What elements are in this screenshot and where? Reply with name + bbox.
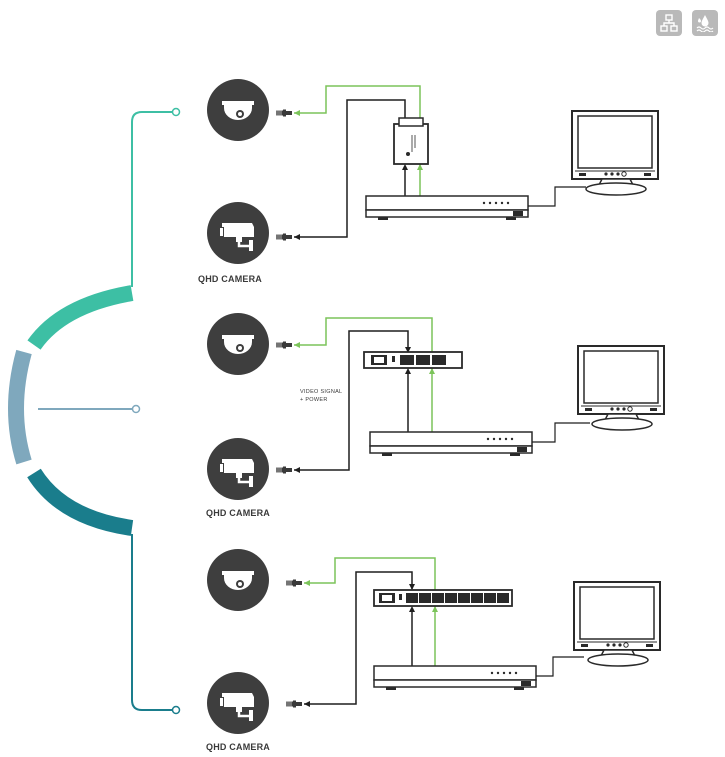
recorder-icon: [369, 431, 533, 457]
network-topology-icon: [660, 14, 678, 32]
video-signal-label: VIDEO SIGNAL: [300, 389, 342, 395]
setup-2: QHD CAMERA VIDEO SIGNAL + POWER: [205, 313, 665, 518]
bnc-connector-icon: [275, 466, 293, 474]
setup-1: QHD CAMERA: [198, 79, 659, 284]
power-distribution-box-icon: [363, 351, 463, 369]
camera-label: QHD CAMERA: [206, 742, 270, 752]
branch-node-bottom: [171, 705, 181, 715]
bnc-connector-icon: [275, 109, 293, 117]
camera-label: QHD CAMERA: [206, 508, 270, 518]
monitor-icon: [577, 345, 665, 431]
waterproof-button[interactable]: [692, 10, 718, 36]
bnc-connector-icon: [285, 579, 303, 587]
branch-top: [131, 111, 175, 287]
power-line: [304, 557, 436, 666]
bnc-connector-icon: [275, 233, 293, 241]
branch-bottom: [131, 534, 175, 711]
bnc-connector-icon: [275, 341, 293, 349]
arc-segment-middle: [8, 349, 32, 465]
setup-3: QHD CAMERA: [205, 549, 661, 752]
power-distribution-box-icon: [373, 589, 513, 607]
bullet-camera-icon: [205, 436, 271, 502]
dome-camera-icon: [207, 313, 269, 375]
dome-camera-icon: [207, 79, 269, 141]
waterproof-icon: [696, 15, 714, 32]
power-label: + POWER: [300, 397, 328, 403]
dome-camera-icon: [207, 549, 269, 611]
camera-label: QHD CAMERA: [198, 274, 262, 284]
monitor-icon: [573, 581, 661, 667]
arc-segment-bottom: [27, 468, 134, 536]
power-line: [294, 317, 433, 432]
bnc-connector-icon: [285, 700, 303, 708]
branch-node-middle: [131, 404, 141, 414]
network-topology-button[interactable]: [656, 10, 682, 36]
arc-segment-top: [27, 285, 134, 350]
recorder-icon: [365, 195, 529, 221]
branch-node-top: [171, 107, 181, 117]
video-line: [294, 99, 406, 238]
power-adapter-icon: [393, 117, 429, 165]
video-line: [304, 571, 413, 705]
monitor-icon: [571, 110, 659, 196]
bullet-camera-icon: [205, 200, 271, 266]
bullet-camera-icon: [205, 670, 271, 736]
video-line: [294, 330, 409, 471]
recorder-icon: [373, 665, 537, 691]
